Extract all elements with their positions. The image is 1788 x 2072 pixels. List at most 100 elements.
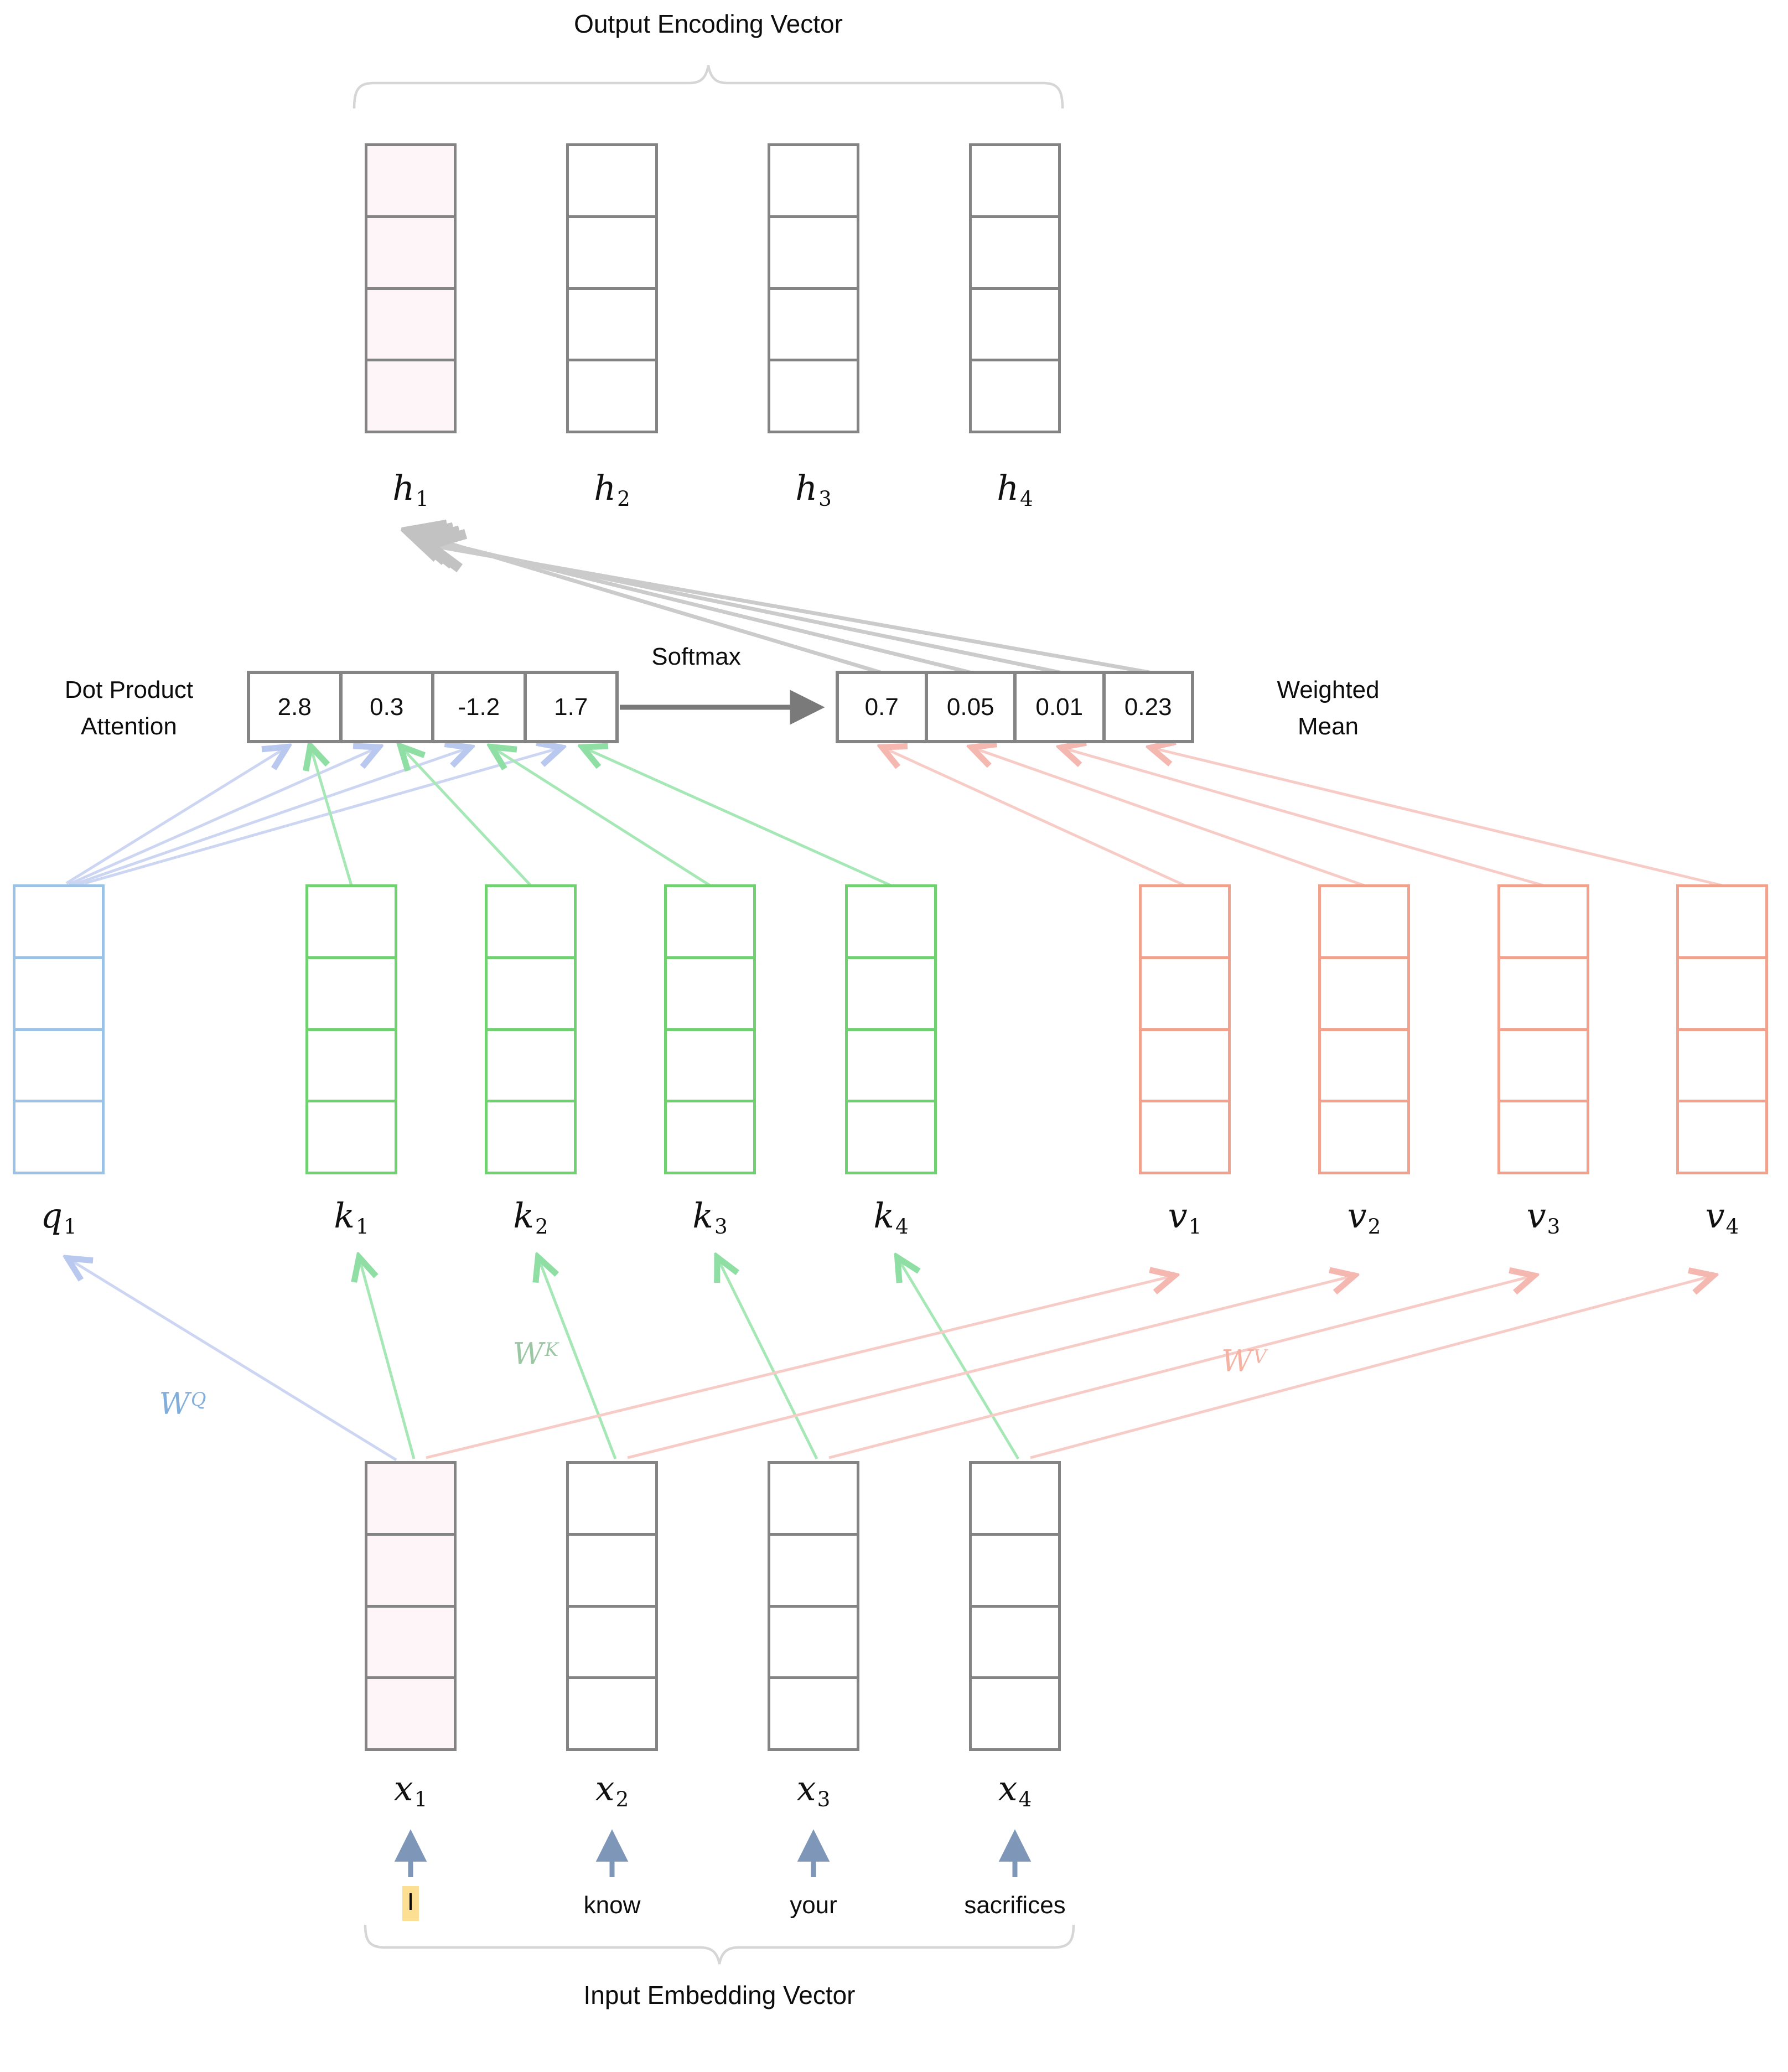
word-sacrifices: sacrifices xyxy=(964,1892,1066,1919)
vector-cell xyxy=(1679,956,1765,1028)
word-highlight: I xyxy=(402,1886,419,1921)
vector-cell xyxy=(972,146,1058,215)
vector-h2 xyxy=(566,143,658,433)
weight-cell: 0.23 xyxy=(1102,674,1191,740)
word-know: know xyxy=(583,1892,641,1919)
vector-cell xyxy=(1500,956,1587,1028)
vector-cell xyxy=(569,215,655,287)
vector-cell xyxy=(1142,887,1228,956)
vector-cell xyxy=(667,887,753,956)
label-k1: k1 xyxy=(334,1195,369,1239)
label-h1: h1 xyxy=(392,468,429,511)
label-q1: q1 xyxy=(40,1195,77,1239)
vector-cell xyxy=(972,1604,1058,1677)
vector-cell xyxy=(15,1028,102,1100)
vector-k2 xyxy=(485,884,577,1174)
value-weight-arrows xyxy=(884,748,1723,887)
vector-cell xyxy=(1142,1100,1228,1172)
vector-cell xyxy=(15,887,102,956)
vector-cell xyxy=(1321,956,1407,1028)
label-k3: k3 xyxy=(692,1195,728,1239)
vector-cell xyxy=(848,1028,934,1100)
input-embedding-title: Input Embedding Vector xyxy=(583,1981,856,2009)
vector-cell xyxy=(770,146,857,215)
vector-cell xyxy=(972,1464,1058,1533)
vector-h1 xyxy=(365,143,457,433)
vector-cell xyxy=(770,1464,857,1533)
vector-cell xyxy=(367,1604,454,1677)
vector-cell xyxy=(367,359,454,431)
vector-cell xyxy=(1500,1028,1587,1100)
vector-v1 xyxy=(1139,884,1231,1174)
query-score-arrows xyxy=(65,748,559,888)
label-x4: x4 xyxy=(998,1768,1032,1812)
vector-cell xyxy=(15,956,102,1028)
vector-cell xyxy=(488,887,574,956)
label-k4: k4 xyxy=(873,1195,909,1239)
attention-weight-row: 0.7 0.05 0.01 0.23 xyxy=(836,671,1194,743)
softmax-label: Softmax xyxy=(651,643,741,670)
score-cell: 2.8 xyxy=(277,693,312,721)
vector-k4 xyxy=(845,884,937,1174)
vector-cell xyxy=(770,1676,857,1748)
wq-projection-arrow xyxy=(70,1260,397,1462)
vector-cell xyxy=(1142,1028,1228,1100)
label-h4: h4 xyxy=(997,468,1033,511)
vector-cell xyxy=(667,1028,753,1100)
vector-v2 xyxy=(1318,884,1410,1174)
attention-score-row: 2.8 0.3 -1.2 1.7 xyxy=(247,671,619,743)
vector-cell xyxy=(569,1532,655,1605)
score-cell: 0.3 xyxy=(339,674,432,740)
label-h3: h3 xyxy=(795,468,832,511)
vector-cell xyxy=(367,146,454,215)
vector-cell xyxy=(308,956,395,1028)
vector-cell xyxy=(1500,1100,1587,1172)
vector-cell xyxy=(15,1100,102,1172)
vector-cell xyxy=(367,1464,454,1533)
label-h2: h2 xyxy=(594,468,630,511)
dot-product-attention-label: Dot Product Attention xyxy=(64,676,194,740)
vector-cell xyxy=(367,1676,454,1748)
vector-cell xyxy=(770,215,857,287)
vector-cell xyxy=(1679,1100,1765,1172)
vector-cell xyxy=(972,1532,1058,1605)
vector-cell xyxy=(1679,1028,1765,1100)
vector-cell xyxy=(770,1532,857,1605)
vector-cell xyxy=(1321,1100,1407,1172)
vector-cell xyxy=(367,287,454,359)
vector-cell xyxy=(569,287,655,359)
vector-x3 xyxy=(768,1461,859,1751)
label-wv: WV xyxy=(1221,1344,1267,1379)
vector-h3 xyxy=(768,143,859,433)
weight-cell: 0.01 xyxy=(1013,674,1102,740)
label-v4: v4 xyxy=(1705,1195,1739,1239)
vector-cell xyxy=(1500,887,1587,956)
vector-q1 xyxy=(13,884,105,1174)
label-v2: v2 xyxy=(1347,1195,1381,1239)
vector-cell xyxy=(488,1100,574,1172)
vector-x1 xyxy=(365,1461,457,1751)
vector-cell xyxy=(308,1100,395,1172)
vector-cell xyxy=(308,887,395,956)
vector-cell xyxy=(848,887,934,956)
vector-cell xyxy=(367,1532,454,1605)
label-wq: WQ xyxy=(159,1386,206,1421)
vector-cell xyxy=(770,359,857,431)
vector-k1 xyxy=(305,884,397,1174)
vector-cell xyxy=(488,1028,574,1100)
label-wk: WK xyxy=(512,1337,559,1371)
vector-cell xyxy=(1142,956,1228,1028)
input-brace xyxy=(364,1924,1075,1965)
word-your: your xyxy=(790,1892,837,1919)
label-x2: x2 xyxy=(595,1768,629,1812)
vector-cell xyxy=(569,146,655,215)
vector-cell xyxy=(569,1464,655,1533)
label-v3: v3 xyxy=(1526,1195,1561,1239)
vector-cell xyxy=(569,1676,655,1748)
vector-cell xyxy=(972,287,1058,359)
score-cell: 1.7 xyxy=(523,674,616,740)
vector-cell xyxy=(1321,1028,1407,1100)
vector-cell xyxy=(848,956,934,1028)
